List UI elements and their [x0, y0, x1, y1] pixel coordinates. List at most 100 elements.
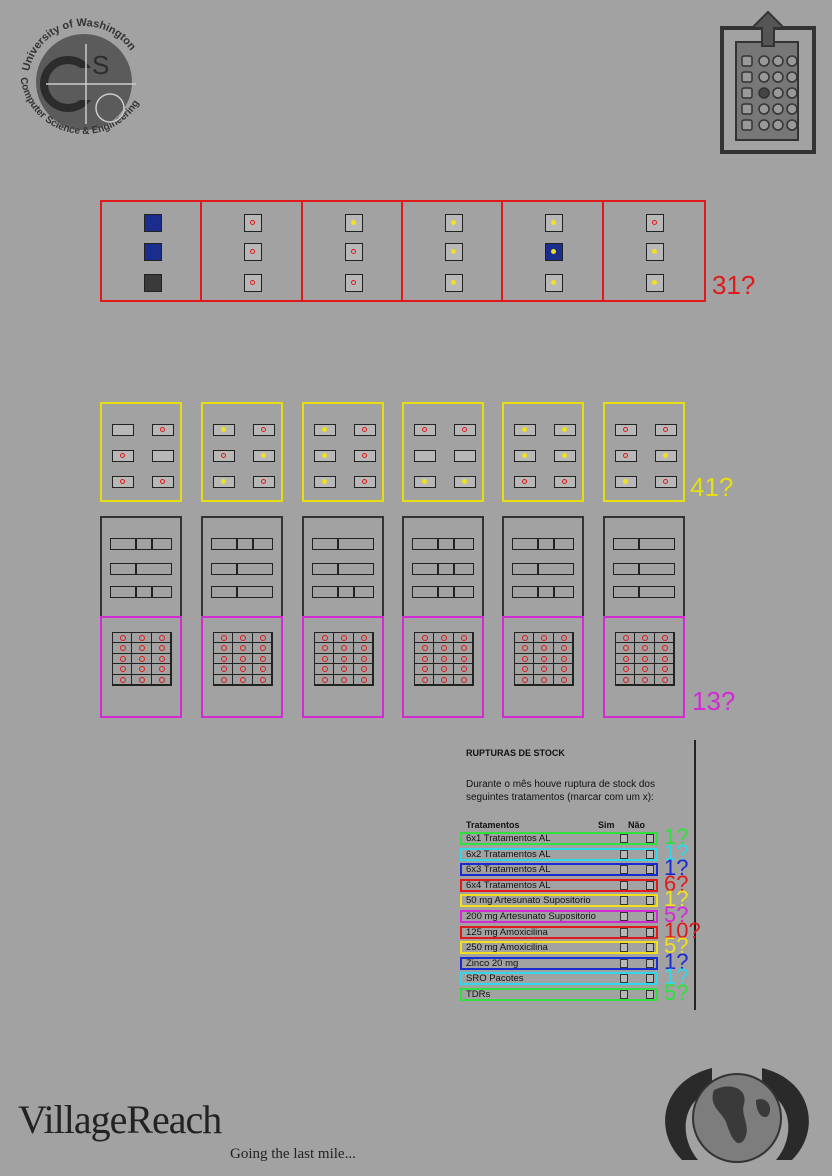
checkbox[interactable] [112, 476, 134, 488]
checkbox[interactable] [213, 476, 235, 488]
no-checkbox[interactable] [646, 974, 654, 984]
tally-bar[interactable] [613, 586, 675, 598]
tally-bar[interactable] [412, 563, 474, 575]
no-checkbox[interactable] [646, 849, 654, 859]
tally-bar[interactable] [512, 586, 574, 598]
checkbox[interactable] [354, 476, 376, 488]
yes-checkbox[interactable] [620, 943, 628, 953]
bubble-grid[interactable] [615, 632, 675, 686]
yes-checkbox[interactable] [620, 958, 628, 968]
checkbox[interactable] [444, 214, 463, 232]
checkbox[interactable] [444, 274, 463, 292]
checkbox[interactable] [314, 476, 336, 488]
no-checkbox[interactable] [646, 990, 654, 999]
bubble-grid[interactable] [213, 632, 273, 686]
bubble-grid[interactable] [514, 632, 574, 686]
checkbox[interactable] [354, 450, 376, 462]
tally-bar[interactable] [412, 586, 474, 598]
tally-bar[interactable] [211, 586, 273, 598]
yes-checkbox[interactable] [620, 912, 628, 921]
checkbox[interactable] [144, 243, 162, 261]
checkbox[interactable] [655, 476, 677, 488]
yes-checkbox[interactable] [620, 865, 628, 875]
tally-bar[interactable] [312, 538, 374, 550]
checkbox[interactable] [112, 450, 134, 462]
checkbox[interactable] [354, 424, 376, 436]
no-checkbox[interactable] [646, 834, 654, 843]
no-checkbox[interactable] [646, 943, 654, 953]
checkbox[interactable] [514, 476, 536, 488]
tally-bar[interactable] [512, 538, 574, 550]
checkbox[interactable] [554, 450, 576, 462]
checkbox[interactable] [213, 450, 235, 462]
checkbox[interactable] [144, 274, 162, 292]
yes-checkbox[interactable] [620, 990, 628, 999]
checkbox[interactable] [645, 274, 664, 292]
checkbox[interactable] [253, 424, 275, 436]
checkbox[interactable] [144, 214, 162, 232]
tally-bar[interactable] [211, 538, 273, 550]
checkbox[interactable] [554, 476, 576, 488]
checkbox[interactable] [655, 424, 677, 436]
checkbox[interactable] [344, 243, 363, 261]
checkbox[interactable] [545, 214, 564, 232]
checkbox[interactable] [244, 243, 263, 261]
no-checkbox[interactable] [646, 896, 654, 906]
bubble-grid[interactable] [314, 632, 374, 686]
yes-checkbox[interactable] [620, 974, 628, 984]
checkbox[interactable] [514, 424, 536, 436]
yes-checkbox[interactable] [620, 927, 628, 937]
tally-bar[interactable] [512, 563, 574, 575]
tally-bar[interactable] [613, 538, 675, 550]
checkbox[interactable] [444, 243, 463, 261]
checkbox[interactable] [414, 450, 436, 462]
checkbox[interactable] [454, 450, 476, 462]
no-checkbox[interactable] [646, 958, 654, 968]
yes-checkbox[interactable] [620, 880, 628, 890]
checkbox[interactable] [152, 424, 174, 436]
tally-bar[interactable] [211, 563, 273, 575]
checkbox[interactable] [213, 424, 235, 436]
checkbox[interactable] [244, 214, 263, 232]
bubble-grid[interactable] [414, 632, 474, 686]
yes-checkbox[interactable] [620, 896, 628, 906]
checkbox[interactable] [253, 476, 275, 488]
checkbox[interactable] [454, 424, 476, 436]
checkbox[interactable] [414, 476, 436, 488]
checkbox[interactable] [514, 450, 536, 462]
checkbox[interactable] [344, 274, 363, 292]
checkbox[interactable] [112, 424, 134, 436]
checkbox[interactable] [314, 424, 336, 436]
no-checkbox[interactable] [646, 865, 654, 875]
checkbox[interactable] [615, 450, 637, 462]
checkbox[interactable] [645, 214, 664, 232]
checkbox[interactable] [152, 450, 174, 462]
bubble-grid[interactable] [112, 632, 172, 686]
tally-bar[interactable] [110, 563, 172, 575]
checkbox[interactable] [253, 450, 275, 462]
checkbox[interactable] [645, 243, 664, 261]
yes-checkbox[interactable] [620, 849, 628, 859]
checkbox[interactable] [414, 424, 436, 436]
checkbox[interactable] [615, 424, 637, 436]
checkbox[interactable] [545, 243, 564, 261]
checkbox[interactable] [545, 274, 564, 292]
no-checkbox[interactable] [646, 912, 654, 921]
tally-bar[interactable] [312, 586, 374, 598]
checkbox[interactable] [314, 450, 336, 462]
yes-checkbox[interactable] [620, 834, 628, 843]
tally-bar[interactable] [312, 563, 374, 575]
tally-bar[interactable] [110, 586, 172, 598]
no-checkbox[interactable] [646, 880, 654, 890]
checkbox[interactable] [454, 476, 476, 488]
checkbox[interactable] [655, 450, 677, 462]
checkbox[interactable] [244, 274, 263, 292]
checkbox[interactable] [615, 476, 637, 488]
tally-bar[interactable] [412, 538, 474, 550]
tally-bar[interactable] [613, 563, 675, 575]
no-checkbox[interactable] [646, 927, 654, 937]
tally-bar[interactable] [110, 538, 172, 550]
checkbox[interactable] [554, 424, 576, 436]
checkbox[interactable] [344, 214, 363, 232]
checkbox[interactable] [152, 476, 174, 488]
